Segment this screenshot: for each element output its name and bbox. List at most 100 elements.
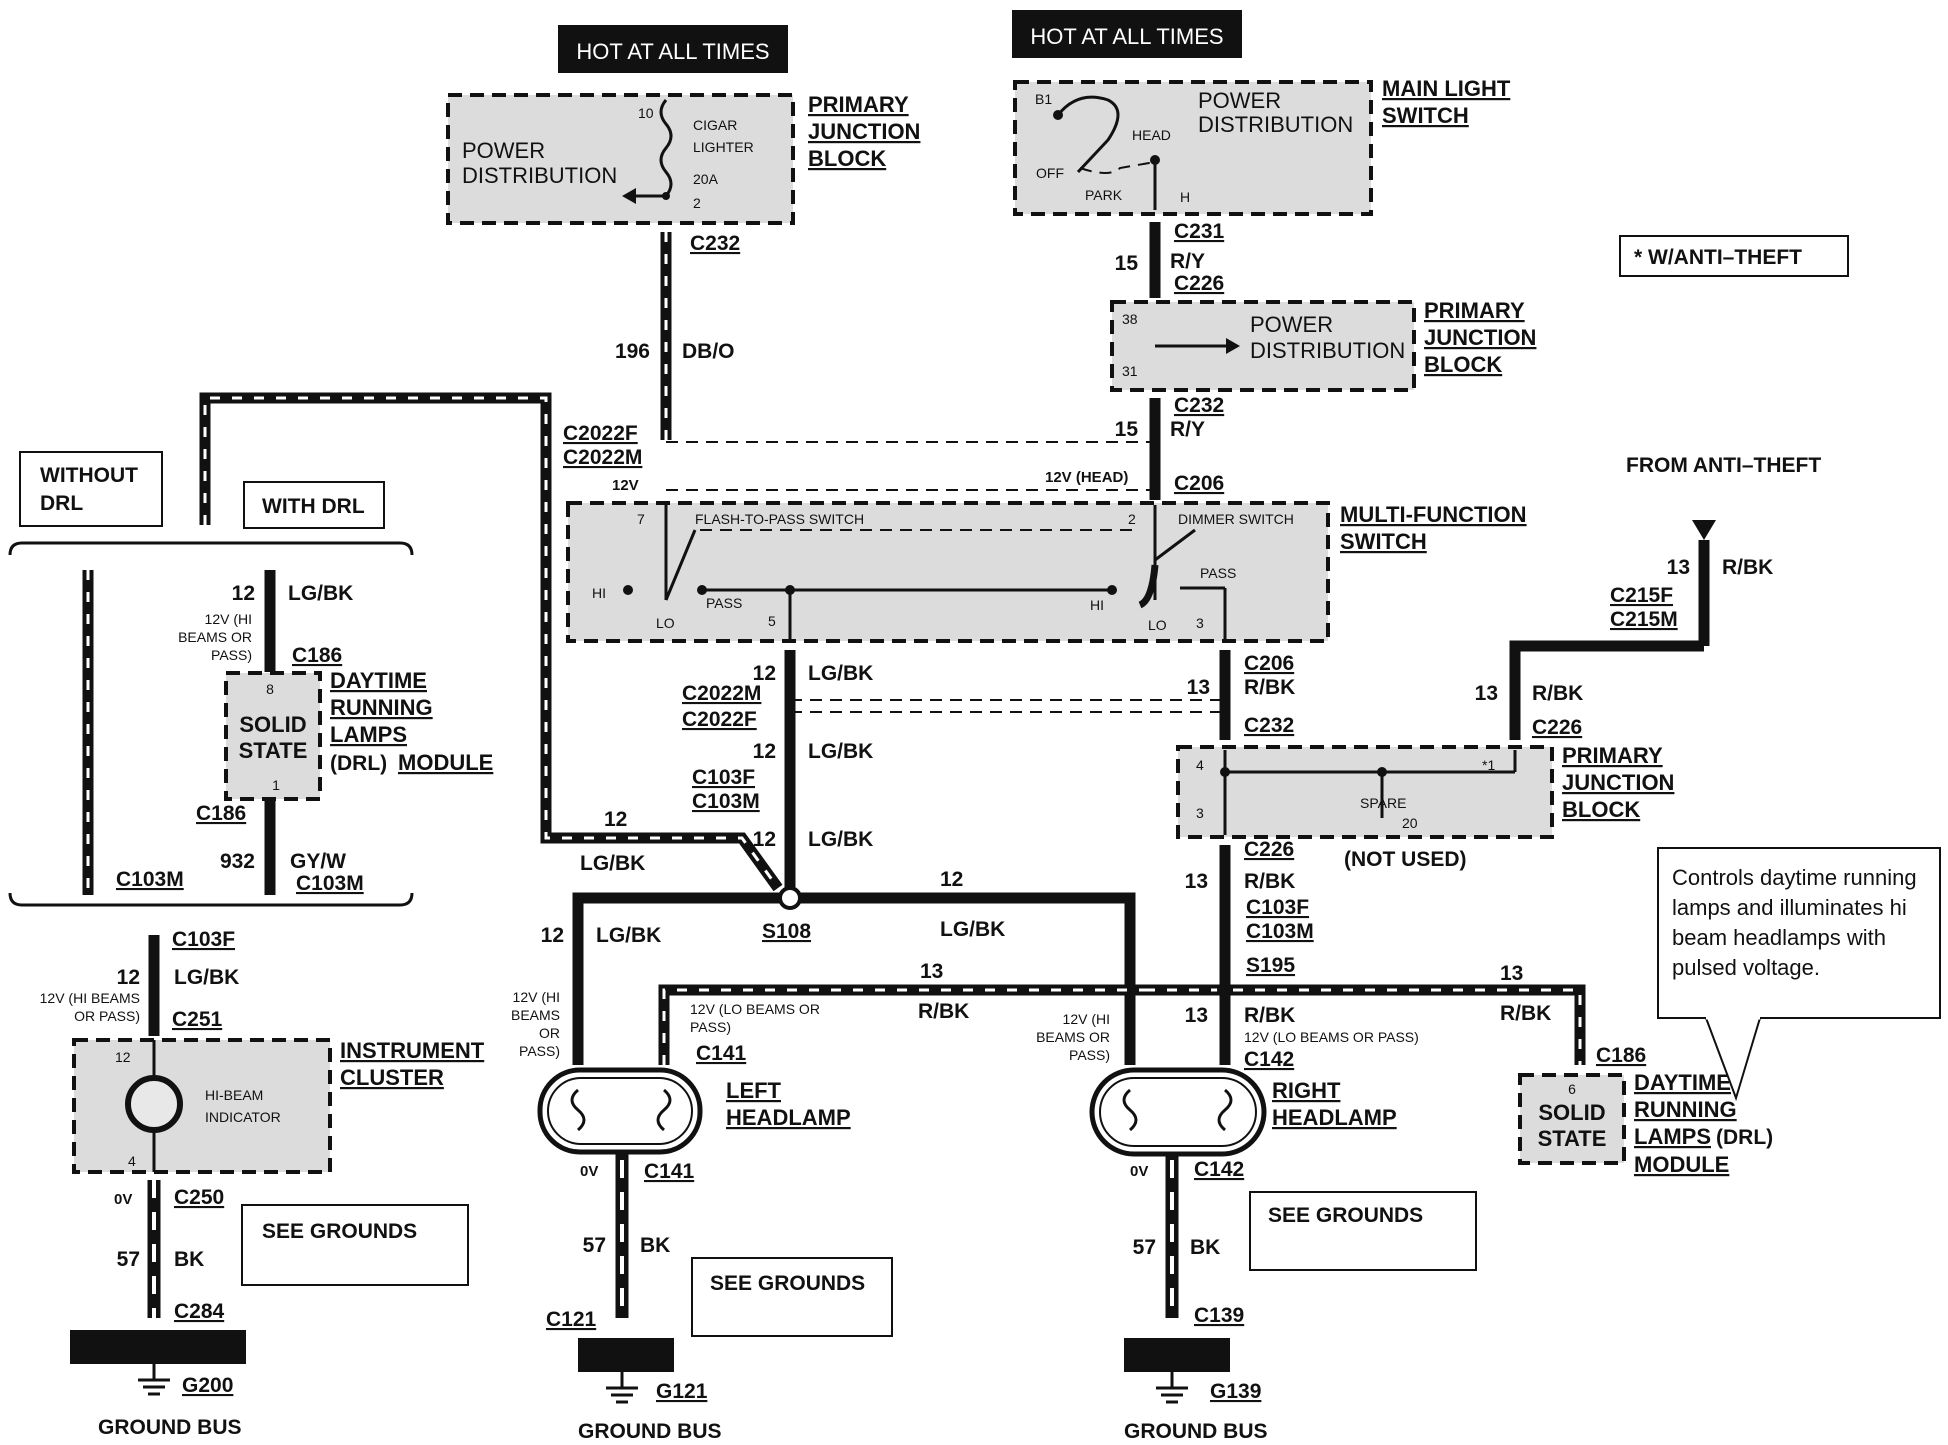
drl-left-box <box>224 671 322 801</box>
conn-c103f-a: C103F <box>172 928 235 951</box>
fuse-label-3: 20A <box>693 171 719 187</box>
mls-pivot <box>1053 110 1063 120</box>
conn-c232-b: C232 <box>1174 394 1224 417</box>
lhl-lo-1: 12V (LO BEAMS OR <box>690 1001 820 1017</box>
wire-13-at-num: 13 <box>1667 556 1690 579</box>
ic-pin-12: 12 <box>115 1049 131 1065</box>
mls-off: OFF <box>1036 165 1064 181</box>
wire-932-color: GY/W <box>290 850 346 873</box>
wire-12-c103-num: 12 <box>753 740 776 763</box>
wire-13-drl-num: 13 <box>1500 962 1523 985</box>
wire-12-loop-num: 12 <box>604 808 627 831</box>
conn-c2022f-b: C2022F <box>682 708 757 731</box>
wire-57-r-color: BK <box>1190 1236 1220 1259</box>
conn-c231: C231 <box>1174 220 1225 243</box>
wire-12-c103-color: LG/BK <box>808 740 873 763</box>
wire-196-num: 196 <box>615 340 650 363</box>
pjb-mid-box <box>1110 300 1416 392</box>
pjb-mid-name-2: JUNCTION <box>1424 325 1536 350</box>
mfs-dimmer-arm <box>1138 564 1159 609</box>
wire-12-lhl-color: LG/BK <box>596 924 661 947</box>
pjb-mid-inner-2: DISTRIBUTION <box>1250 338 1405 363</box>
wire-57-r-num: 57 <box>1133 1236 1156 1259</box>
callout-pointer <box>1705 1017 1761 1102</box>
rhl-hi-1: 12V (HI <box>1063 1011 1110 1027</box>
splice-s108 <box>778 886 802 910</box>
wire-13-drl-color: R/BK <box>1500 1002 1551 1025</box>
pjb-top-name-1: PRIMARY <box>808 92 909 117</box>
mfs-lo-l: LO <box>656 615 675 631</box>
wire-12-mfs-color: LG/BK <box>808 662 873 685</box>
with-drl-box <box>243 481 385 529</box>
from-anti-theft: FROM ANTI–THEFT <box>1626 454 1821 477</box>
drl-left-inner-1: SOLID <box>239 712 306 737</box>
pjb-right-spare: SPARE <box>1360 795 1406 811</box>
wire-12-s108-color: LG/BK <box>808 828 873 851</box>
lhl-name-2: HEADLAMP <box>726 1105 851 1130</box>
conn-c141-b: C141 <box>644 1160 695 1183</box>
conn-c251: C251 <box>172 1008 223 1031</box>
mls-park: PARK <box>1085 187 1123 203</box>
drl-right-inner-1: SOLID <box>1538 1100 1605 1125</box>
instrument-cluster-box <box>72 1038 332 1174</box>
drl-right-inner-2: STATE <box>1538 1126 1607 1151</box>
lhl-hi-3: OR <box>539 1025 560 1041</box>
mfs-pass-l: PASS <box>706 595 742 611</box>
conn-c186-c: C186 <box>1596 1044 1646 1067</box>
pjb-mid-inner-1: POWER <box>1250 312 1333 337</box>
conn-c284: C284 <box>174 1300 225 1323</box>
hi-beam-indicator-bulb <box>125 1075 183 1133</box>
ov-r: 0V <box>1130 1163 1148 1180</box>
wire-57-ic-color: BK <box>174 1248 204 1271</box>
drl-left-name-2: RUNNING <box>330 695 433 720</box>
wire-12-mfs-num: 12 <box>753 662 776 685</box>
pd-dot <box>662 192 670 200</box>
see-grounds-1: SEE GROUNDS <box>262 1220 417 1243</box>
conn-c103m-c: C103M <box>692 790 760 813</box>
hot-label-left-bg <box>558 25 788 73</box>
wire-13-lo-num: 13 <box>920 960 943 983</box>
mfs-name-1: MULTI-FUNCTION <box>1340 502 1527 527</box>
pjb-top-name-3: BLOCK <box>808 146 886 171</box>
bracket-bottom <box>8 892 414 907</box>
see-grounds-2: SEE GROUNDS <box>710 1272 865 1295</box>
wire-57-l-color: BK <box>640 1234 670 1257</box>
drl-left-pin-1: 1 <box>272 777 280 793</box>
mfs-lo-r: LO <box>1148 617 1167 633</box>
ic-name-2: CLUSTER <box>340 1065 444 1090</box>
conn-c215f: C215F <box>1610 584 1673 607</box>
mls-park-link <box>1079 161 1156 174</box>
wire-13-at-color: R/BK <box>1722 556 1773 579</box>
mfs-dimmer-blade <box>1154 528 1196 562</box>
wire-12-bus-color: LG/BK <box>940 918 1005 941</box>
ground-bus-1: GROUND BUS <box>98 1416 242 1439</box>
wire-13-226-num: 13 <box>1185 870 1208 893</box>
conn-c103m-a: C103M <box>116 868 184 891</box>
ground-bus-bar-1 <box>70 1330 246 1364</box>
conn-c206-a: C206 <box>1174 472 1224 495</box>
volt-12v-head: 12V (HEAD) <box>1045 469 1128 486</box>
wire-15a-num: 15 <box>1115 252 1139 275</box>
pjb-right-pin-4: 4 <box>1196 757 1204 773</box>
hot-label-right: HOT AT ALL TIMES <box>1030 24 1223 49</box>
see-grounds-box-2 <box>691 1257 893 1337</box>
pjb-right-name-3: BLOCK <box>1562 797 1640 822</box>
rhl-lo-note: 12V (LO BEAMS OR PASS) <box>1244 1029 1419 1045</box>
wire-13-lo-color: R/BK <box>918 1000 969 1023</box>
mfs-pin-3: 3 <box>1196 615 1204 631</box>
wire-12-ic-num: 12 <box>117 966 140 989</box>
wire-12-loop-color: LG/BK <box>580 852 645 875</box>
drl-right-pin-6: 6 <box>1568 1081 1576 1097</box>
ic-name-1: INSTRUMENT <box>340 1038 485 1063</box>
legend-box <box>1619 235 1849 277</box>
wire-932-num: 932 <box>220 850 255 873</box>
bracket-top <box>8 541 414 556</box>
pd-arrow-head <box>622 188 636 204</box>
drl-right-name-1: DAYTIME <box>1634 1070 1731 1095</box>
ov-ic: 0V <box>114 1191 132 1208</box>
mls-head: HEAD <box>1132 127 1171 143</box>
conn-c186-a: C186 <box>292 644 342 667</box>
mfs-flash-label: FLASH-TO-PASS SWITCH <box>695 511 864 527</box>
